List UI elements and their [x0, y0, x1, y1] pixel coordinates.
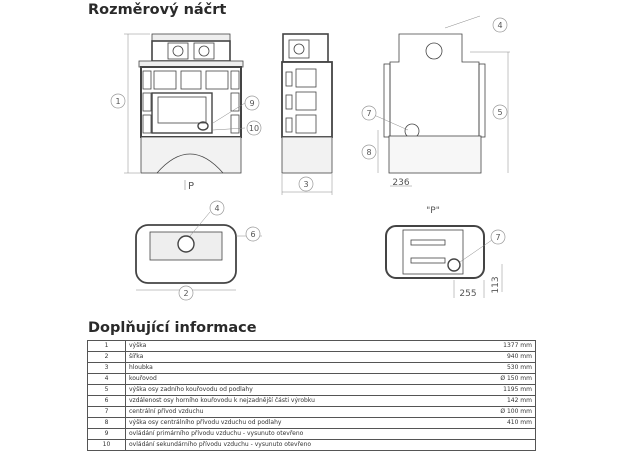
- row-number: 7: [87, 406, 126, 418]
- callout-4-top: 4: [214, 204, 219, 213]
- top-view: [135, 211, 262, 291]
- back-view: [373, 15, 510, 187]
- row-value: Ø 150 mm: [467, 373, 536, 385]
- row-number: 10: [87, 439, 126, 451]
- front-view: [124, 33, 246, 190]
- row-description: výška osy zadního kouřovodu od podlahy: [125, 384, 468, 396]
- callout-9: 9: [249, 99, 254, 108]
- row-description: kouřovod: [125, 373, 468, 385]
- dim-255: 255: [459, 289, 476, 299]
- row-value: 530 mm: [467, 362, 536, 374]
- row-description: výška osy centrálního přívodu vzduchu od…: [125, 417, 468, 429]
- row-value: 1195 mm: [467, 384, 536, 396]
- callout-4: 4: [497, 21, 502, 30]
- dim-236: 236: [392, 178, 409, 188]
- callout-7: 7: [366, 109, 371, 118]
- side-view: [281, 33, 333, 195]
- row-description: šířka: [125, 351, 468, 363]
- row-value: 142 mm: [467, 395, 536, 407]
- row-number: 6: [87, 395, 126, 407]
- sketch-title: Rozměrový náčrt: [88, 2, 227, 18]
- callout-10: 10: [249, 124, 259, 133]
- row-description: ovládání primárního přívodu vzduchu - vy…: [125, 428, 468, 440]
- row-number: 8: [87, 417, 126, 429]
- callout-8: 8: [366, 148, 371, 157]
- row-number: 1: [87, 340, 126, 352]
- row-number: 2: [87, 351, 126, 363]
- row-number: 4: [87, 373, 126, 385]
- dim-113: 113: [491, 276, 501, 293]
- front-arrow-label: P: [188, 181, 194, 192]
- row-value: [467, 428, 536, 440]
- row-value: 1377 mm: [467, 340, 536, 352]
- callout-2: 2: [183, 289, 188, 298]
- info-title: Doplňující informace: [88, 320, 257, 336]
- dimension-drawings: 1 2 3 4 4 5 6 7 7 8 9 10 P "P" 236 255 1…: [110, 15, 510, 301]
- row-value: Ø 100 mm: [467, 406, 536, 418]
- callout-5: 5: [497, 108, 502, 117]
- row-number: 9: [87, 428, 126, 440]
- row-number: 3: [87, 362, 126, 374]
- p-view: [385, 225, 503, 298]
- row-value: 940 mm: [467, 351, 536, 363]
- callout-6: 6: [250, 230, 255, 239]
- row-number: 5: [87, 384, 126, 396]
- row-description: výška: [125, 340, 468, 352]
- row-value: [467, 439, 536, 451]
- callout-1: 1: [115, 97, 120, 106]
- row-description: ovládání sekundárního přívodu vzduchu - …: [125, 439, 468, 451]
- callout-7-p: 7: [495, 233, 500, 242]
- row-description: vzdálenost osy horního kouřovodu k nejza…: [125, 395, 468, 407]
- row-value: 410 mm: [467, 417, 536, 429]
- row-description: hloubka: [125, 362, 468, 374]
- row-description: centrální přívod vzduchu: [125, 406, 468, 418]
- view-p-label: "P": [426, 206, 440, 216]
- callout-3: 3: [303, 180, 308, 189]
